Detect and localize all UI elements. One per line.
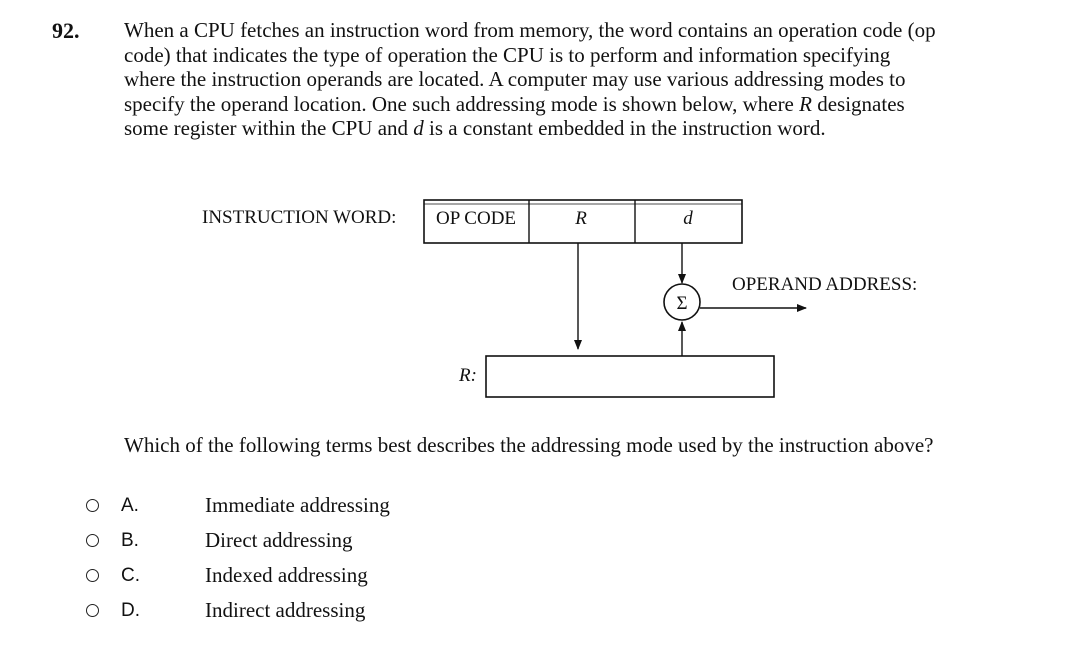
answer-choices: A. Immediate addressing B. Direct addres… xyxy=(86,488,390,628)
register-box xyxy=(485,355,775,398)
stem-line-1: When a CPU fetches an instruction word f… xyxy=(124,18,936,42)
field-d: d xyxy=(683,208,693,229)
question-number: 92. xyxy=(52,18,80,43)
stem-var-r: R xyxy=(799,91,812,116)
instruction-word-box xyxy=(423,199,743,244)
operand-address-label: OPERAND ADDRESS: xyxy=(732,274,917,295)
stem-line-5-tail: is a constant embedded in the instructio… xyxy=(423,116,826,140)
stem-line-2: code) that indicates the type of operati… xyxy=(124,42,891,67)
choice-text: Immediate addressing xyxy=(205,493,390,517)
question-prompt: Which of the following terms best descri… xyxy=(124,433,934,457)
register-label: R: xyxy=(458,365,477,386)
radio-icon[interactable] xyxy=(86,499,99,512)
stem-line-4-tail: designates xyxy=(811,91,905,116)
field-opcode: OP CODE xyxy=(436,208,516,229)
choice-letter: B. xyxy=(121,529,139,551)
field-r: R xyxy=(574,208,587,229)
choice-text: Direct addressing xyxy=(205,528,353,552)
stem-var-d: d xyxy=(413,116,424,140)
choice-c[interactable]: C. Indexed addressing xyxy=(86,558,390,593)
question-stem: When a CPU fetches an instruction word f… xyxy=(124,18,1049,141)
choice-letter: A. xyxy=(121,494,139,516)
radio-icon[interactable] xyxy=(86,534,99,547)
choice-text: Indirect addressing xyxy=(205,598,366,622)
choice-b[interactable]: B. Direct addressing xyxy=(86,523,390,558)
choice-letter: D. xyxy=(121,599,140,621)
choice-text: Indexed addressing xyxy=(205,563,368,587)
stem-line-4: specify the operand location. One such a… xyxy=(124,92,1049,117)
stem-line-5: some register within the CPU and d is a … xyxy=(124,116,1049,141)
stem-line-3: where the instruction operands are locat… xyxy=(124,67,906,91)
stem-line-5-text: some register within the CPU and xyxy=(124,116,414,140)
sum-node xyxy=(663,283,701,321)
radio-icon[interactable] xyxy=(86,569,99,582)
choice-a[interactable]: A. Immediate addressing xyxy=(86,488,390,523)
choice-d[interactable]: D. Indirect addressing xyxy=(86,593,390,628)
sum-symbol: Σ xyxy=(676,293,687,314)
stem-line-4-text: specify the operand location. One such a… xyxy=(124,91,800,116)
instruction-word-label: INSTRUCTION WORD: xyxy=(202,207,396,228)
choice-letter: C. xyxy=(121,564,140,586)
radio-icon[interactable] xyxy=(86,604,99,617)
